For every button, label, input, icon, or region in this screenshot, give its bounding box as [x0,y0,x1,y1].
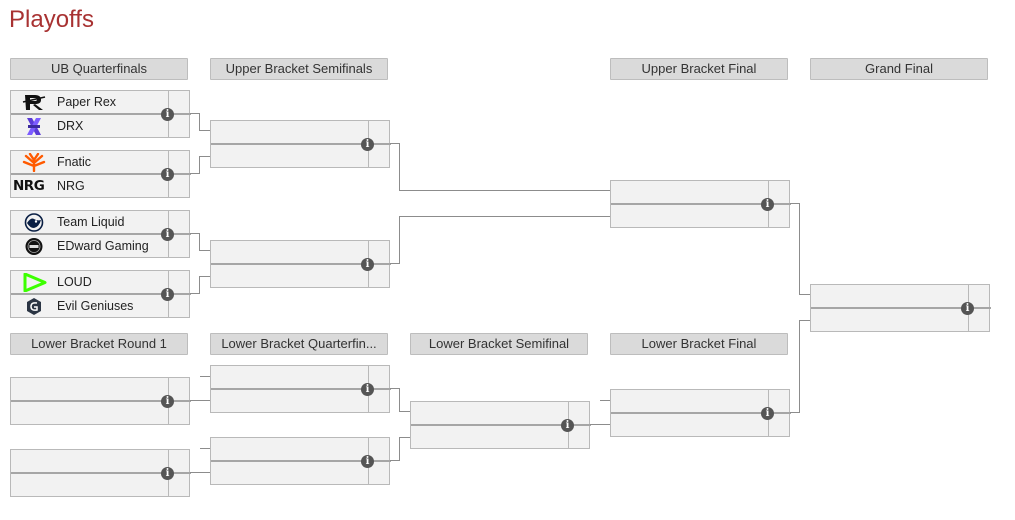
team-row[interactable]: Team Liquid [11,211,169,234]
match-grand-final[interactable]: i [810,284,991,332]
team-name: EDward Gaming [57,239,149,253]
header-lb-semifinal: Lower Bracket Semifinal [410,333,588,355]
team-name: Paper Rex [57,95,117,109]
match-info-icon[interactable]: i [361,138,374,151]
nrg-logo-icon: NRG [13,178,45,194]
match-ub-sf-1[interactable]: i [210,120,391,168]
team-name: Fnatic [57,155,92,169]
match-lb-qf-2[interactable]: i [210,437,391,485]
match-info-icon[interactable]: i [161,467,174,480]
team-liquid-logo-icon [24,213,44,232]
team-name: DRX [57,119,84,133]
header-lb-quarterfinals: Lower Bracket Quarterfin... [210,333,388,355]
match-info-icon[interactable]: i [161,168,174,181]
team-row[interactable]: DRX [11,115,169,138]
match-ub-qf-3: Team Liquid EDward Gaming i [10,210,191,258]
match-info-icon[interactable]: i [961,302,974,315]
page-title: Playoffs [9,6,94,33]
match-lb-r1-1[interactable]: i [10,377,191,425]
match-ub-qf-2: Fnatic NRG NRG i [10,150,191,198]
drx-logo-icon [27,118,41,135]
team-row[interactable]: Paper Rex [11,91,169,114]
fnatic-logo-icon [22,153,46,172]
header-grand-final: Grand Final [810,58,988,80]
team-row[interactable]: LOUD [11,271,169,294]
team-name: Team Liquid [57,215,125,229]
header-ub-final: Upper Bracket Final [610,58,788,80]
match-info-icon[interactable]: i [161,228,174,241]
match-lb-final[interactable]: i [610,389,791,437]
match-lb-r1-2[interactable]: i [10,449,191,497]
match-info-icon[interactable]: i [361,383,374,396]
match-ub-final[interactable]: i [610,180,791,228]
match-info-icon[interactable]: i [361,258,374,271]
match-info-icon[interactable]: i [361,455,374,468]
team-name: Evil Geniuses [57,299,134,313]
match-ub-sf-2[interactable]: i [210,240,391,288]
header-ub-quarterfinals: UB Quarterfinals [10,58,188,80]
team-row[interactable]: Evil Geniuses [11,295,169,318]
match-info-icon[interactable]: i [161,395,174,408]
evil-geniuses-logo-icon [27,298,41,315]
team-row[interactable]: Fnatic [11,151,169,174]
match-lb-semifinal[interactable]: i [410,401,591,449]
header-lb-round1: Lower Bracket Round 1 [10,333,188,355]
loud-logo-icon [23,273,47,292]
match-info-icon[interactable]: i [761,198,774,211]
header-lb-final: Lower Bracket Final [610,333,788,355]
match-info-icon[interactable]: i [561,419,574,432]
match-ub-qf-4: LOUD Evil Geniuses i [10,270,191,318]
match-info-icon[interactable]: i [161,288,174,301]
match-info-icon[interactable]: i [761,407,774,420]
paper-rex-logo-icon [22,95,46,110]
team-row[interactable]: NRG NRG [11,175,169,198]
team-row[interactable]: EDward Gaming [11,235,169,258]
team-name: NRG [57,179,85,193]
match-lb-qf-1[interactable]: i [210,365,391,413]
match-ub-qf-1: Paper Rex DRX i [10,90,191,138]
match-info-icon[interactable]: i [161,108,174,121]
header-ub-semifinals: Upper Bracket Semifinals [210,58,388,80]
edward-gaming-logo-icon [25,238,43,255]
team-name: LOUD [57,275,92,289]
